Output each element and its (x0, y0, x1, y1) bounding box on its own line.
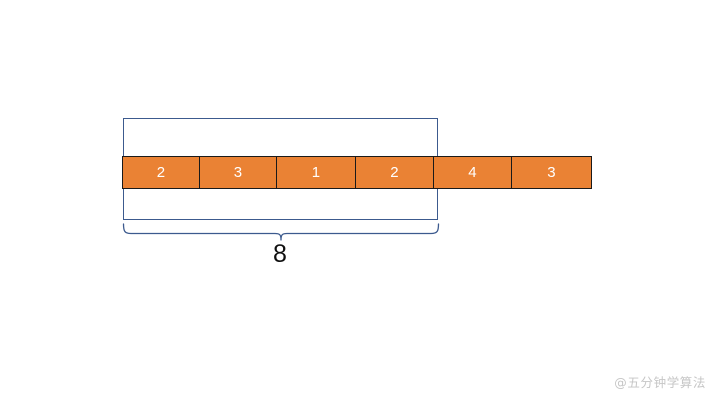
brace-icon (122, 223, 440, 241)
array-cell-5[interactable]: 3 (512, 157, 591, 188)
array-cell-value: 2 (390, 164, 399, 181)
window-sum-label: 8 (273, 240, 287, 268)
array-cell-3[interactable]: 2 (356, 157, 434, 188)
array-cell-2[interactable]: 1 (277, 157, 356, 188)
array-bar: 2 3 1 2 4 3 (122, 156, 592, 189)
watermark-text: @五分钟学算法 (614, 375, 706, 390)
array-cell-value: 3 (547, 164, 556, 181)
array-cell-value: 4 (468, 164, 477, 181)
array-cell-value: 3 (233, 164, 243, 181)
array-cell-value: 1 (311, 164, 321, 181)
array-cell-value: 2 (156, 164, 166, 181)
array-cell-4[interactable]: 4 (434, 157, 512, 188)
array-cell-0[interactable]: 2 (123, 157, 200, 188)
window-brace (118, 222, 444, 248)
array-cell-1[interactable]: 3 (200, 157, 277, 188)
